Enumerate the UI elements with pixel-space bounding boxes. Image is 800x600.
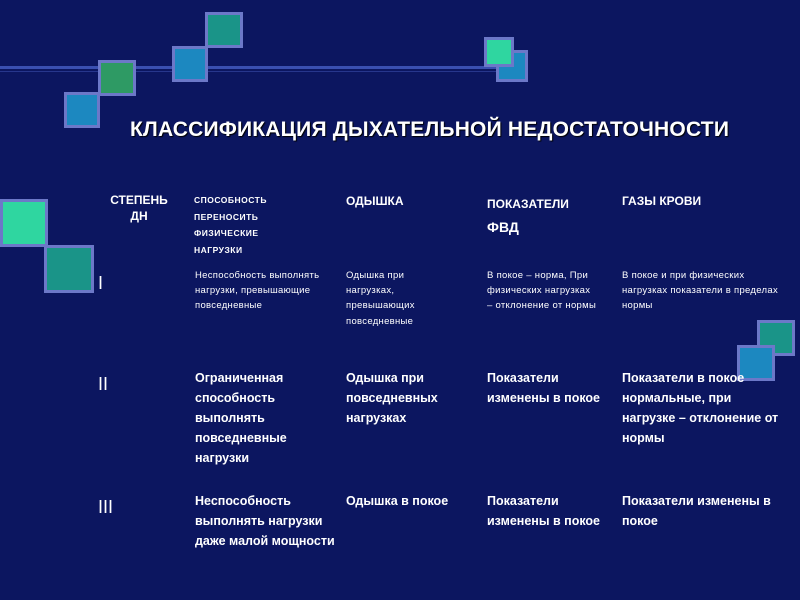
header-fvd-line1: ПОКАЗАТЕЛИ	[487, 197, 569, 211]
row-1-gases: В покое и при физических нагрузках показ…	[622, 270, 778, 312]
decor-square	[205, 12, 243, 48]
decor-square	[484, 37, 514, 67]
row-1-fvd: В покое – норма, При физических нагрузка…	[487, 270, 597, 312]
decor-square	[172, 46, 208, 82]
header-degree: СТЕПЕНЬ ДН	[100, 193, 178, 224]
row-3-degree: III	[98, 497, 114, 517]
row-3-dyspnea: Одышка в покое	[346, 494, 449, 508]
header-gases: ГАЗЫ КРОВИ	[622, 194, 702, 208]
row-2-fvd: Показатели изменены в покое	[487, 371, 601, 405]
decor-line-top-2	[0, 71, 520, 72]
row-1-dyspnea: Одышка при нагрузках, превышающих повсед…	[346, 270, 415, 327]
header-degree-line2: ДН	[130, 208, 148, 223]
row-1-degree: I	[98, 273, 104, 293]
header-fvd: ПОКАЗАТЕЛИ ФВД	[487, 194, 607, 240]
row-3-capacity: Неспособность выполнять нагрузки даже ма…	[195, 494, 335, 548]
decor-square	[737, 345, 775, 381]
decor-square	[44, 245, 94, 293]
row-3-fvd: Показатели изменены в покое	[487, 494, 601, 528]
row-1-capacity: Неспособность выполнять нагрузки, превыш…	[195, 270, 320, 312]
row-2-gases: Показатели в покое нормальные, при нагру…	[622, 371, 779, 445]
row-3-gases: Показатели изменены в покое	[622, 494, 771, 528]
decor-square	[64, 92, 100, 128]
header-dyspnea: ОДЫШКА	[346, 194, 404, 208]
header-degree-line1: СТЕПЕНЬ	[110, 193, 168, 207]
decor-square	[98, 60, 136, 96]
row-2-dyspnea: Одышка при повседневных нагрузках	[346, 371, 438, 425]
decor-square	[0, 199, 48, 247]
decor-line-top	[0, 66, 520, 69]
row-2-degree: II	[98, 374, 109, 394]
row-2-capacity: Ограниченная способность выполнять повсе…	[195, 371, 287, 465]
header-fvd-line2: ФВД	[487, 219, 519, 235]
slide-title: КЛАССИФИКАЦИЯ ДЫХАТЕЛЬНОЙ НЕДОСТАТОЧНОСТ…	[130, 118, 730, 141]
header-capacity: СПОСОБНОСТЬ ПЕРЕНОСИТЬ ФИЗИЧЕСКИЕ НАГРУЗ…	[194, 195, 267, 255]
